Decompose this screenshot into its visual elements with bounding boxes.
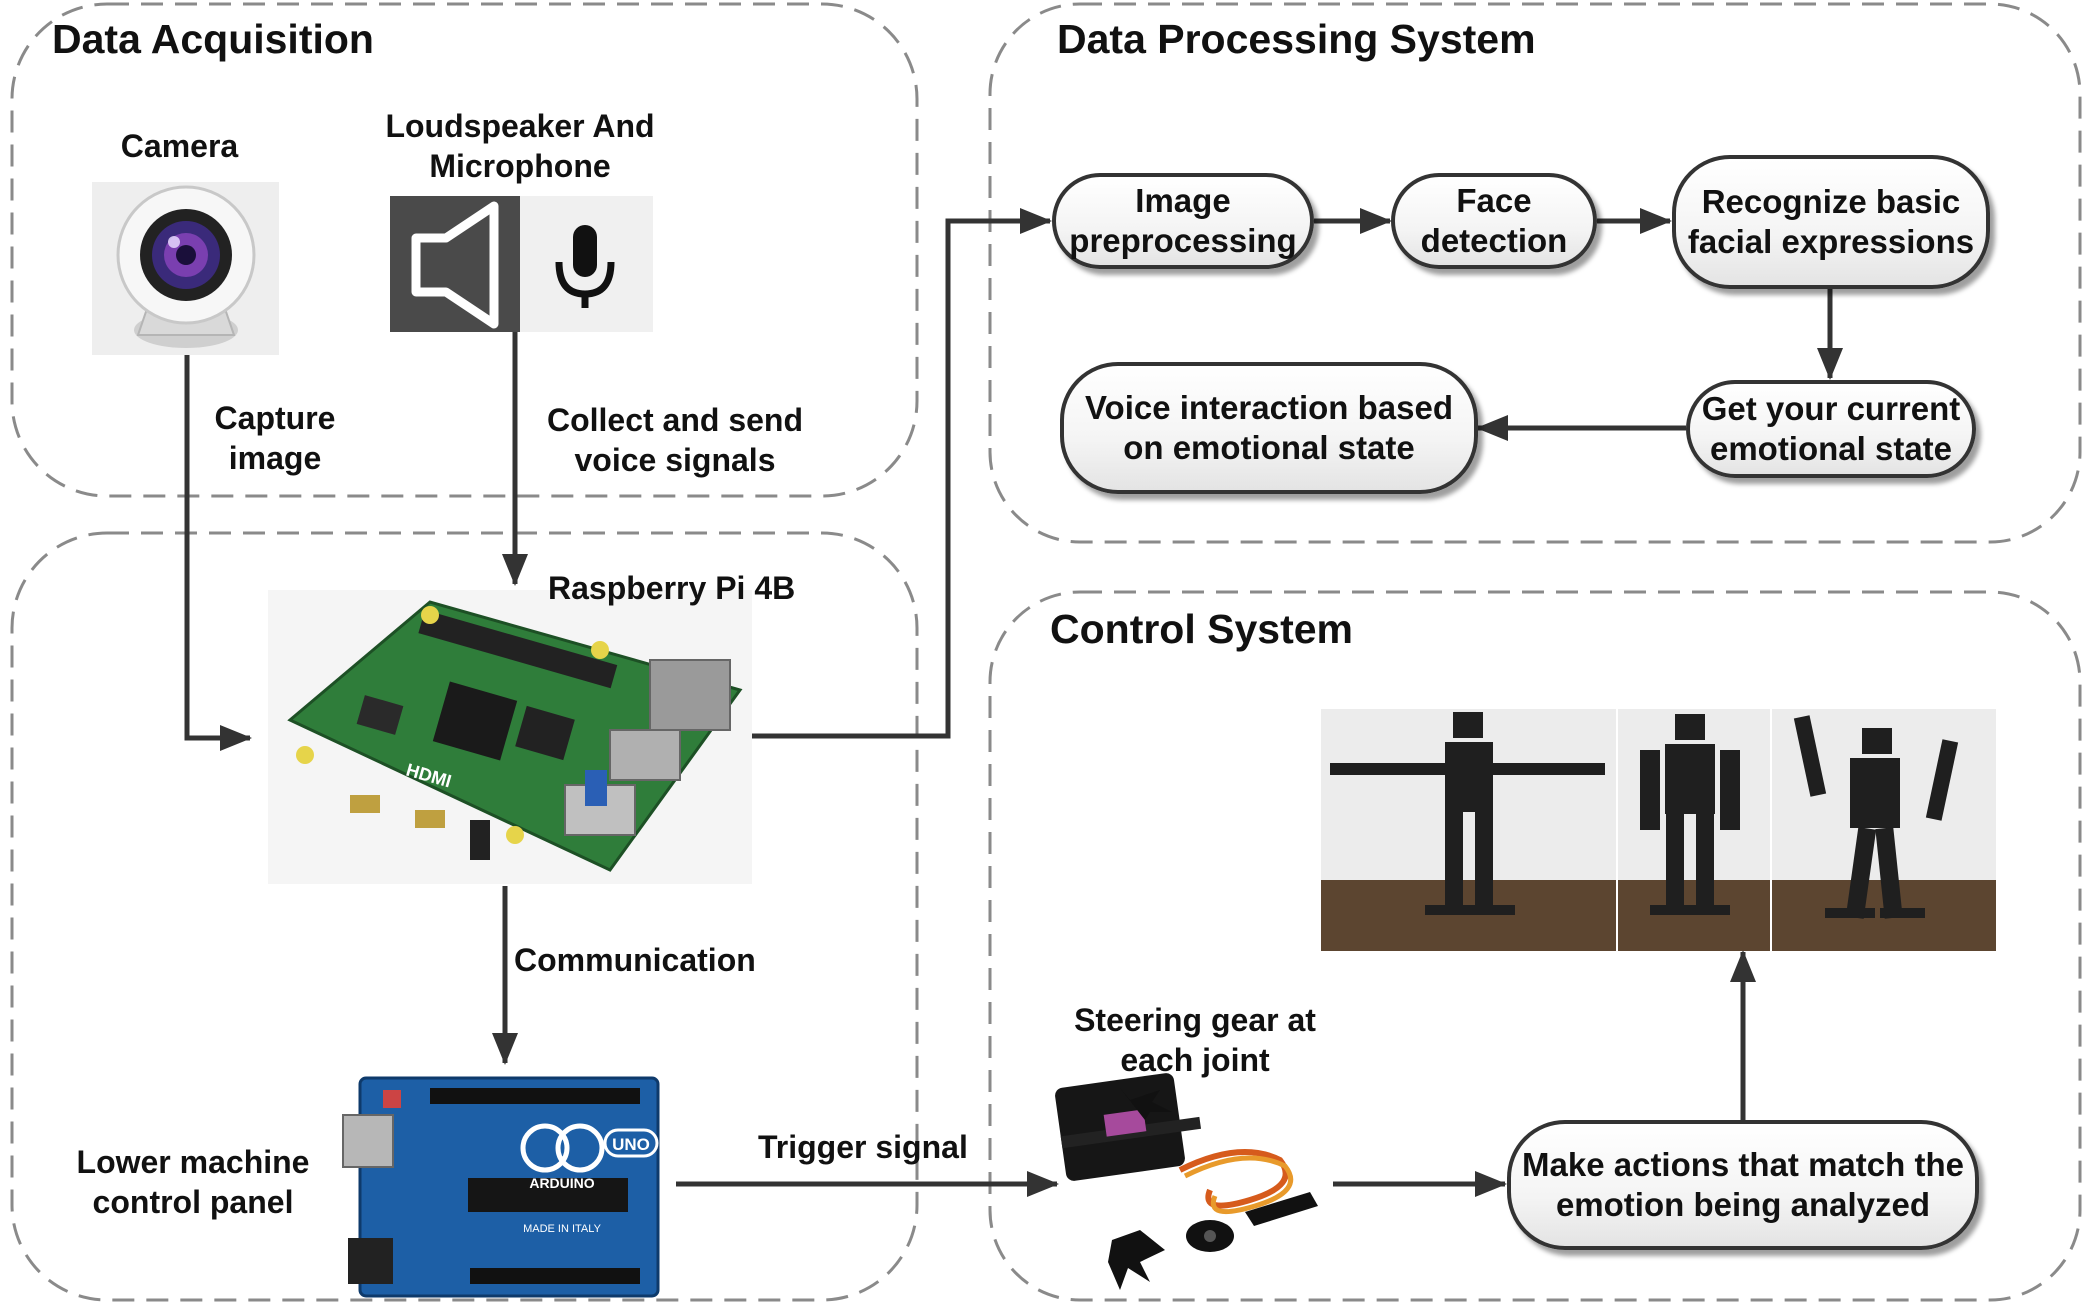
trigger-signal-label: Trigger signal <box>758 1129 968 1165</box>
microphone-icon <box>520 196 653 332</box>
region-data-acquisition <box>10 2 919 498</box>
pill-voice-interaction: Voice interaction based on emotional sta… <box>1060 362 1478 494</box>
capture-image-label: Capture image <box>214 400 336 476</box>
pill-image-preprocessing: Image preprocessing <box>1052 173 1314 269</box>
arrow-to-processing <box>752 208 1052 739</box>
pill-make-actions: Make actions that match the emotion bein… <box>1507 1120 1979 1250</box>
made-in-italy-text: MADE IN ITALY <box>523 1223 601 1235</box>
communication-label: Communication <box>514 942 756 978</box>
pill-emotional-state: Get your current emotional state <box>1686 380 1976 478</box>
lower-machine-label: Lower machine control panel <box>76 1144 310 1220</box>
region-title-processing: Data Processing System <box>1057 16 1536 62</box>
region-title-acquisition: Data Acquisition <box>52 16 374 62</box>
pill-recognize-expressions: Recognize basic facial expressions <box>1672 155 1990 289</box>
pill-face-detection: Face detection <box>1391 173 1597 269</box>
arduino-text: ARDUINO <box>529 1175 594 1191</box>
robot-photo <box>1321 709 1996 951</box>
raspberry-pi-label: Raspberry Pi 4B <box>548 570 796 606</box>
uno-text: UNO <box>612 1135 650 1154</box>
steering-gear-label: Steering gear at each joint <box>1074 1002 1316 1078</box>
collect-voice-label: Collect and send voice signals <box>546 402 804 478</box>
raspberry-pi-board: HDMI <box>268 590 752 884</box>
camera-label: Camera <box>120 128 239 164</box>
region-raspberry-lower <box>10 531 919 1302</box>
arduino-board: UNO ARDUINO MADE IN ITALY <box>342 1076 660 1298</box>
region-title-control: Control System <box>1050 606 1353 652</box>
speaker-mic-label: Loudspeaker And Microphone <box>385 108 655 184</box>
servo-motor <box>1055 1073 1318 1290</box>
region-control-system <box>988 590 2082 1302</box>
camera-icon <box>92 182 279 355</box>
region-data-processing <box>988 2 2082 544</box>
speaker-icon <box>390 196 520 332</box>
arrow-capture-image <box>184 355 252 751</box>
